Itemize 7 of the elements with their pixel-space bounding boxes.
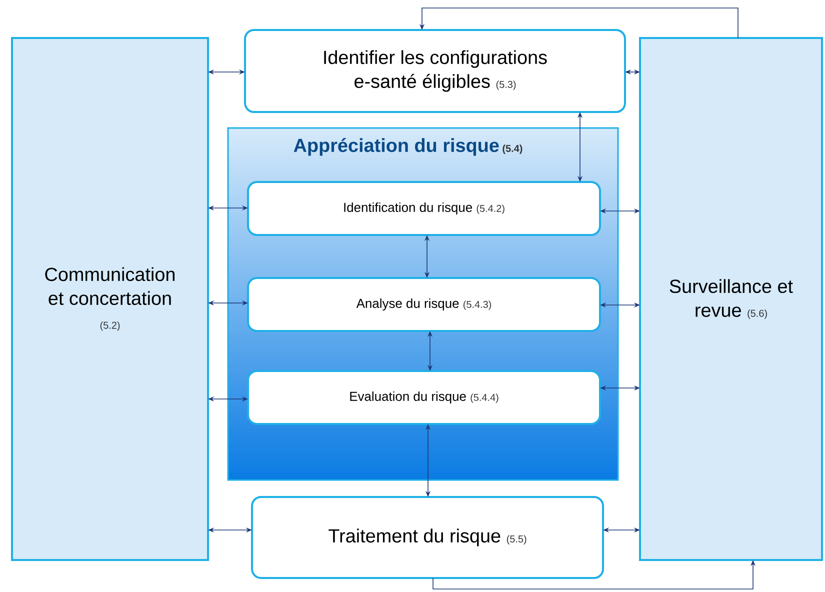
side-panel: Communication et concertation (5.2) (11, 37, 209, 561)
process-box: Traitement du risque (5.5) (251, 496, 604, 579)
process-box: Identifier les configurations e-santé éligibles (5.3) (244, 29, 626, 113)
process-box: Analyse du risque (5.4.3) (247, 277, 601, 332)
side-panel: Surveillance et revue (5.6) (639, 37, 823, 561)
process-box: Evaluation du risque (5.4.4) (247, 370, 601, 425)
process-box: Identification du risque (5.4.2) (247, 181, 601, 236)
